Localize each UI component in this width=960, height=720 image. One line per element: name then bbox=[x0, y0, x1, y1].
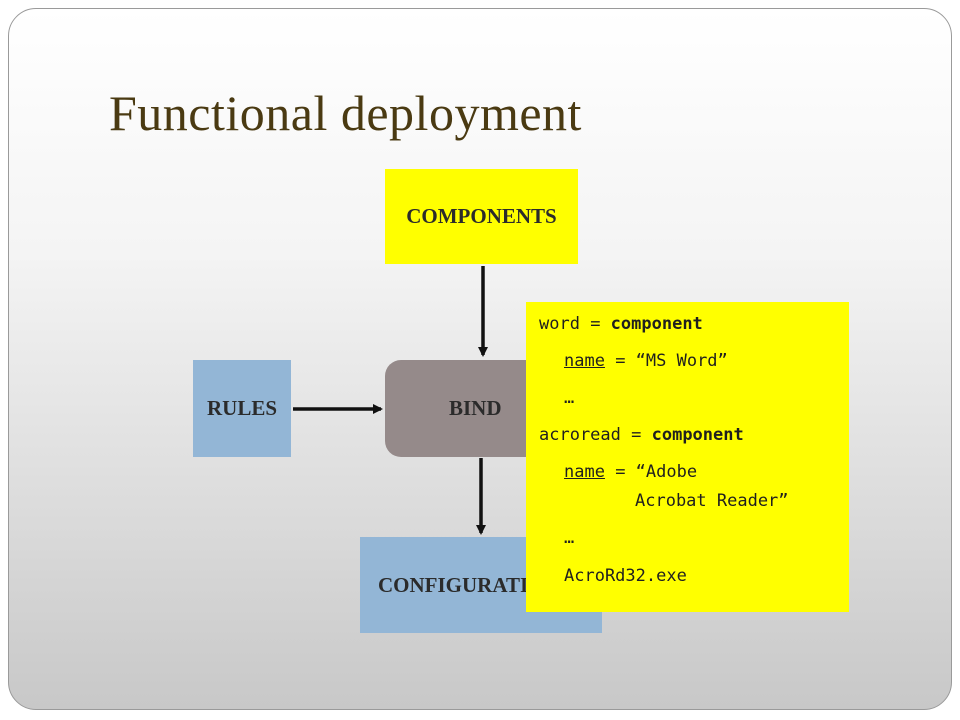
code-line-6: Acrobat Reader” bbox=[635, 491, 789, 511]
code-keyword: component bbox=[651, 425, 744, 445]
code-op: = bbox=[620, 425, 652, 445]
bind-label: BIND bbox=[449, 396, 502, 420]
code-op: = bbox=[579, 314, 611, 334]
slide-title: Functional deployment bbox=[109, 85, 582, 141]
diagram-arrows bbox=[293, 266, 488, 535]
code-line-3: … bbox=[564, 388, 575, 408]
code-attr-name: name bbox=[564, 351, 605, 371]
code-attr-name: name bbox=[564, 462, 605, 482]
code-value: = “Adobe bbox=[604, 462, 698, 482]
rules-box: RULES bbox=[193, 360, 291, 457]
code-line-2: name = “MS Word” bbox=[564, 351, 728, 371]
code-keyword: component bbox=[610, 314, 703, 334]
code-line-4: acroread = component bbox=[539, 425, 744, 445]
code-box: word = component name = “MS Word” … acro… bbox=[526, 302, 849, 612]
code-var-acroread: acroread bbox=[539, 425, 621, 445]
code-line-8: AcroRd32.exe bbox=[564, 566, 687, 586]
code-line-5: name = “Adobe bbox=[564, 462, 697, 482]
code-line-1: word = component bbox=[539, 314, 703, 334]
components-label: COMPONENTS bbox=[406, 204, 557, 228]
code-var-word: word bbox=[539, 314, 580, 334]
rules-label: RULES bbox=[206, 396, 278, 420]
code-line-7: … bbox=[564, 528, 575, 548]
slide: Functional deployment COMPONENTS RULES B… bbox=[8, 8, 952, 710]
code-value: = “MS Word” bbox=[604, 351, 728, 371]
components-box: COMPONENTS bbox=[385, 169, 578, 264]
